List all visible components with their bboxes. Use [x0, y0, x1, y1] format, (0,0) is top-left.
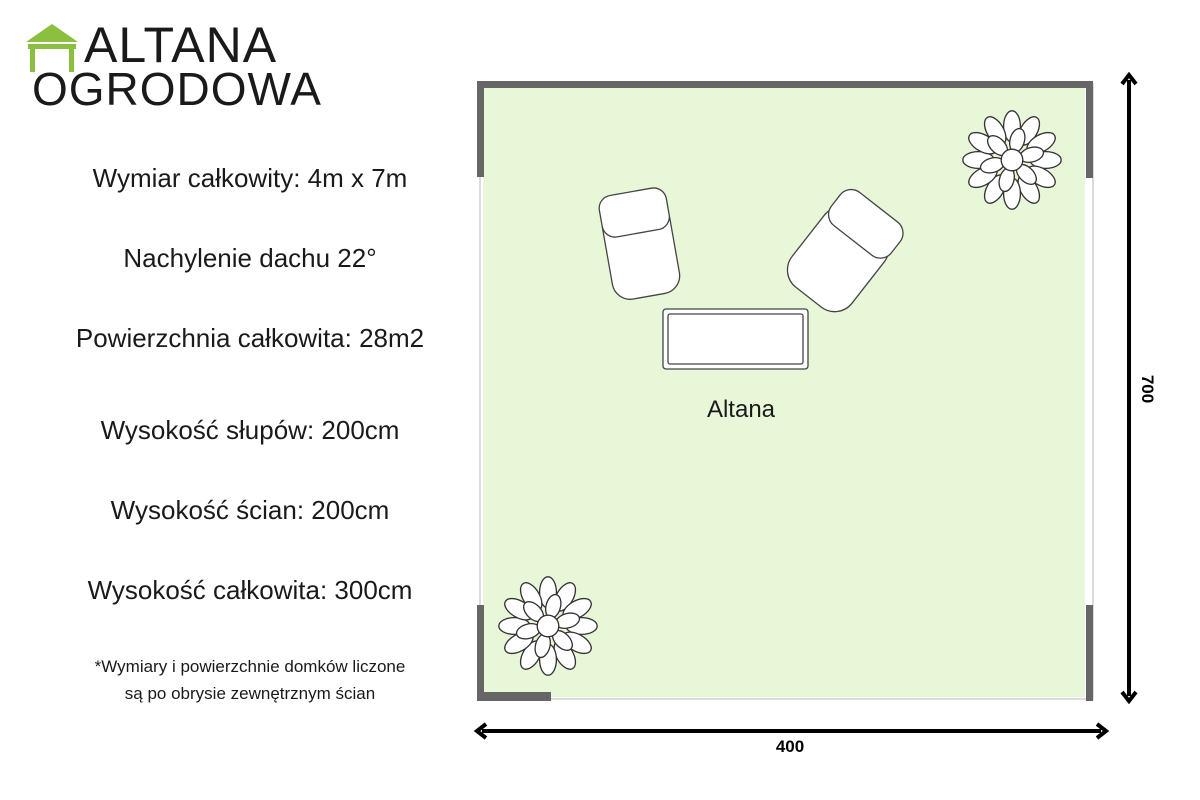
width-label: 400 [776, 737, 804, 756]
spec-total-area: Powierzchnia całkowita: 28m2 [75, 323, 425, 353]
footnote-line-2: są po obrysie zewnętrznym ścian [124, 684, 376, 704]
logo: ALTANA OGRODOWA [26, 17, 326, 115]
wall-top [477, 81, 1093, 88]
room-label: Altana [707, 396, 776, 423]
footnote-line-1: *Wymiary i powierzchnie domków liczone [94, 657, 406, 676]
width-dimension [473, 722, 1110, 740]
height-dimension [1120, 71, 1138, 705]
spec-wall-height: Wysokość ścian: 200cm [110, 495, 390, 525]
wall-right-bottom [1086, 605, 1093, 701]
armchair-right-icon [786, 188, 904, 313]
logo-word-altana: ALTANA [84, 17, 278, 73]
wall-right-top [1086, 81, 1093, 178]
wall-left-bottom [477, 605, 484, 701]
spec-roof-pitch: Nachylenie dachu 22° [123, 243, 377, 273]
spec-total-dimension: Wymiar całkowity: 4m x 7m [92, 163, 408, 193]
table-icon [662, 308, 809, 370]
logo-word-ogrodowa: OGRODOWA [32, 63, 322, 115]
spec-post-height: Wysokość słupów: 200cm [100, 415, 400, 445]
height-label: 700 [1138, 375, 1157, 403]
armchair-left-icon [598, 187, 681, 300]
wall-bottom-left [477, 692, 551, 701]
gazebo-icon [26, 24, 78, 72]
spec-total-height: Wysokość całkowita: 300cm [87, 575, 413, 605]
wall-left-top [477, 81, 484, 177]
footnote: *Wymiary i powierzchnie domków liczone s… [0, 653, 500, 707]
gazebo-floor [483, 87, 1085, 697]
